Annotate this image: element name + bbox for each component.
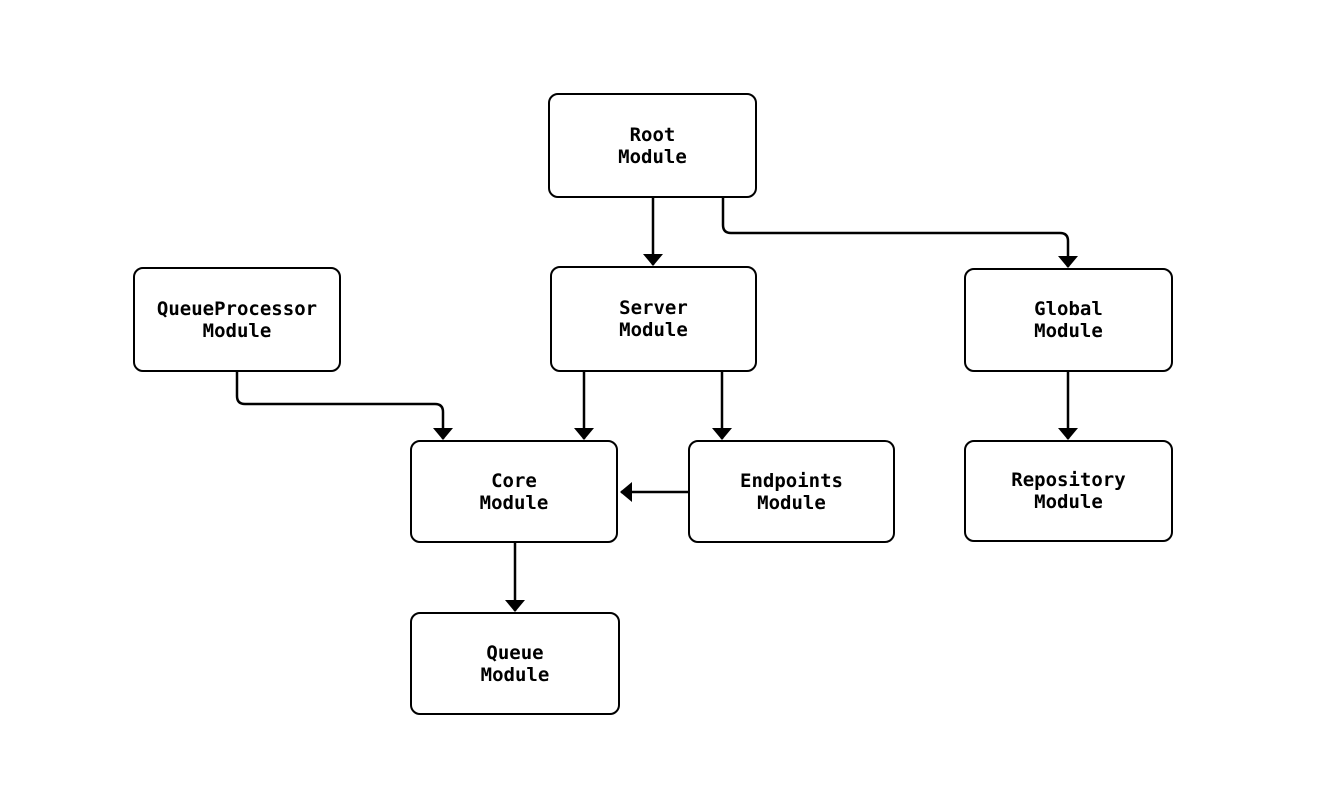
node-queue-module: Queue Module [410,612,620,715]
node-server-module: Server Module [550,266,757,372]
node-repository-module-label: Repository Module [1011,469,1126,513]
node-core-module-label: Core Module [479,469,549,514]
node-server-module-label: Server Module [619,297,688,341]
node-root-module-label: Root Module [618,123,687,168]
node-global-module: Global Module [964,268,1173,372]
node-repository-module: Repository Module [964,440,1173,542]
node-root-module: Root Module [548,93,757,198]
node-queueprocessor-module: QueueProcessor Module [133,267,341,372]
node-queueprocessor-module-label: QueueProcessor Module [156,297,318,342]
node-queue-module-label: Queue Module [480,641,550,686]
edge-queueprocessor-to-core [235,372,453,440]
node-global-module-label: Global Module [1034,298,1103,342]
edge-root-to-global [721,198,1078,268]
node-endpoints-module-label: Endpoints Module [740,469,843,514]
node-endpoints-module: Endpoints Module [688,440,895,543]
node-core-module: Core Module [410,440,618,543]
